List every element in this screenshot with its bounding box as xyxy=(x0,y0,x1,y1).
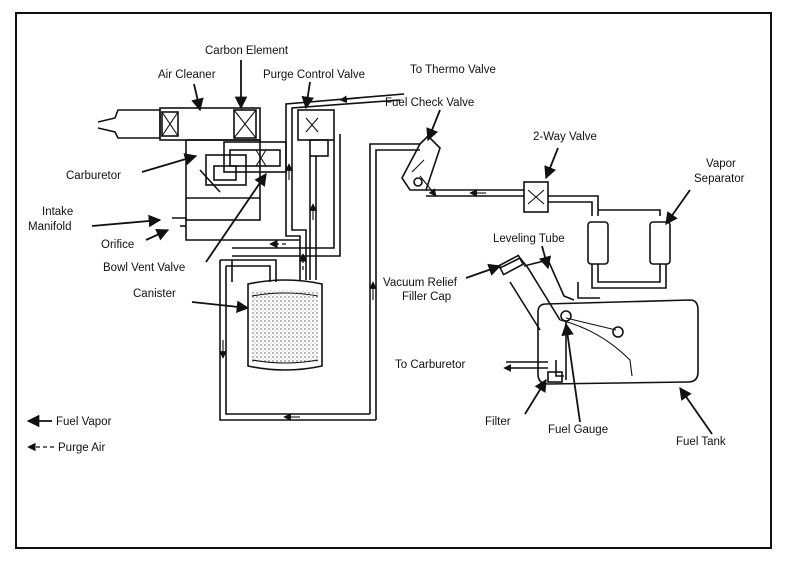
air-cleaner xyxy=(97,107,261,141)
label-leveling-tube: Leveling Tube xyxy=(493,233,565,245)
label-separator: Separator xyxy=(694,173,745,185)
label-fuel-tank: Fuel Tank xyxy=(676,436,726,448)
label-air-cleaner: Air Cleaner xyxy=(158,69,216,81)
label-fuel-check-valve: Fuel Check Valve xyxy=(385,97,474,109)
label-canister: Canister xyxy=(133,288,176,300)
label-vacuum-relief: Vacuum Relief xyxy=(383,277,458,289)
label-filter: Filter xyxy=(485,416,511,428)
legend xyxy=(26,414,54,452)
label-bowl-vent-valve: Bowl Vent Valve xyxy=(103,262,185,274)
two-way-valve xyxy=(523,181,661,216)
legend-fuel-vapor-label: Fuel Vapor xyxy=(56,416,112,428)
labels: Carbon Element Air Cleaner Purge Control… xyxy=(28,45,745,454)
label-intake: Intake xyxy=(42,206,73,218)
canister xyxy=(247,279,323,371)
label-vapor: Vapor xyxy=(706,158,736,170)
fuel-check-valve xyxy=(401,134,524,197)
flow-arrows xyxy=(219,95,520,421)
vapor-lines xyxy=(219,93,420,421)
label-purge-control-valve: Purge Control Valve xyxy=(263,69,365,81)
purge-control-valve xyxy=(297,109,335,157)
label-filler-cap: Filler Cap xyxy=(402,291,451,303)
label-to-carburetor: To Carburetor xyxy=(395,359,465,371)
label-carbon-element: Carbon Element xyxy=(205,45,289,57)
leader-lines xyxy=(91,60,713,435)
label-orifice: Orifice xyxy=(101,239,134,251)
label-two-way-valve: 2-Way Valve xyxy=(533,131,597,143)
label-fuel-gauge: Fuel Gauge xyxy=(548,424,608,436)
vapor-separator xyxy=(577,221,671,299)
label-to-thermo-valve: To Thermo Valve xyxy=(410,64,496,76)
diagram-frame xyxy=(15,12,772,549)
carburetor-body xyxy=(172,139,300,241)
fuel-tank xyxy=(506,299,699,385)
label-manifold: Manifold xyxy=(28,221,71,233)
label-carburetor: Carburetor xyxy=(66,170,121,182)
filler-neck xyxy=(497,254,575,331)
legend-purge-air-label: Purge Air xyxy=(58,442,105,454)
